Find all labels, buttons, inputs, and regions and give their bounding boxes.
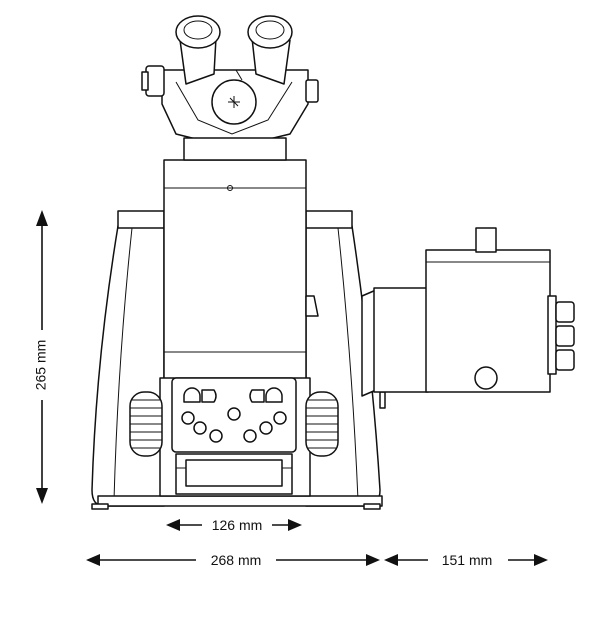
stand-inner-right (337, 227, 359, 501)
foot-right (363, 503, 381, 510)
left-focus-wheel (129, 391, 163, 457)
knob-7 (273, 411, 287, 425)
central-column (163, 159, 307, 381)
base-plate (97, 495, 383, 507)
knob-5 (243, 429, 257, 443)
microscope-drawing (91, 15, 575, 510)
lamp-connector-2 (555, 325, 575, 347)
knob-2 (193, 421, 207, 435)
knob-6 (259, 421, 273, 435)
base-width-dimension: 126 mm (166, 517, 302, 533)
total-width-label: 268 mm (211, 552, 262, 568)
knob-4 (227, 407, 241, 421)
base-width-label: 126 mm (212, 517, 263, 533)
left-flange (117, 210, 165, 229)
head-right-knob (305, 79, 319, 103)
lamp-side-panel (547, 295, 557, 375)
stand-inner-left (113, 227, 133, 501)
left-eyepiece (175, 15, 221, 85)
lamp-housing (361, 227, 575, 397)
lamp-depth-dimension: 151 mm (384, 552, 548, 568)
lamp-connector-3 (555, 349, 575, 371)
lamp-depth-label: 151 mm (442, 552, 493, 568)
height-label: 265 mm (33, 340, 49, 391)
right-eyepiece (247, 15, 293, 85)
foot-left (91, 503, 109, 510)
left-button-icon (183, 387, 201, 403)
right-focus-wheel (305, 391, 339, 457)
column-screw (227, 185, 233, 191)
lamp-top-stub (475, 227, 497, 253)
lamp-port (474, 366, 498, 390)
right-button-icon (249, 389, 265, 403)
knob-3 (209, 429, 223, 443)
right-flange (305, 210, 353, 229)
control-panel-details (181, 387, 287, 443)
lamp-adapter (373, 287, 429, 393)
side-lever (305, 295, 319, 317)
total-width-dimension: 268 mm (86, 552, 380, 568)
head-neck (183, 137, 287, 161)
side-tab (379, 391, 386, 409)
knob-1 (181, 411, 195, 425)
height-dimension: 265 mm (33, 210, 49, 504)
lamp-connector-1 (555, 301, 575, 323)
